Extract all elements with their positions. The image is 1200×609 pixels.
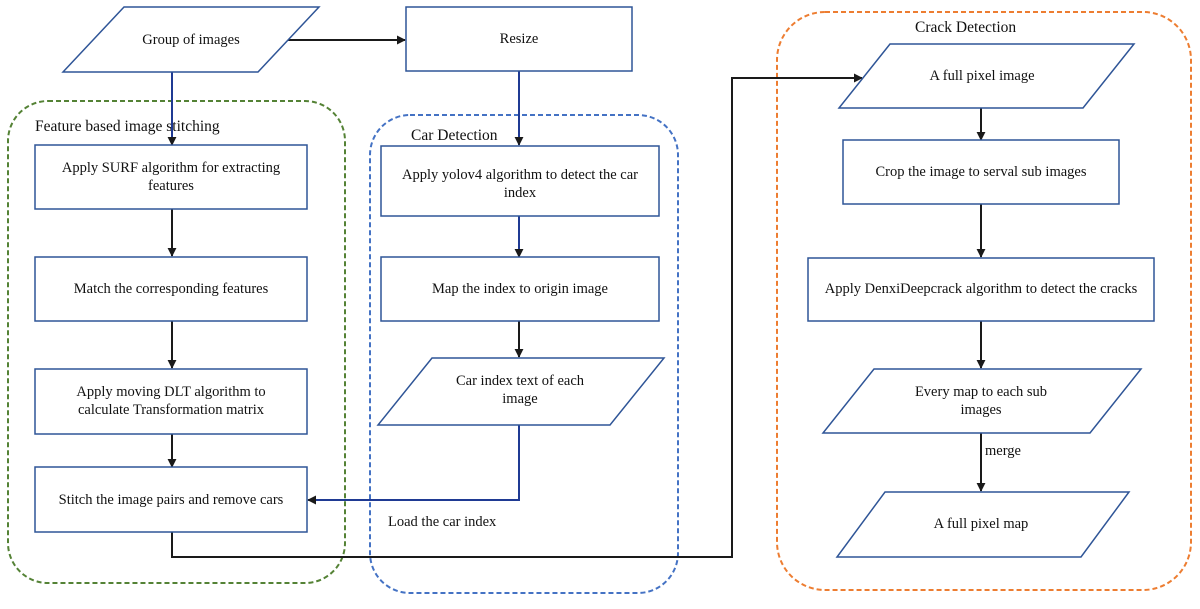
car-index-text-node <box>376 357 666 426</box>
car-detection-region <box>369 114 679 594</box>
yolo-label-line-2: index <box>504 185 537 201</box>
yolo-label: Apply yolov4 algorithm to detect the car… <box>402 167 638 201</box>
full-pixel-map-label: A full pixel map <box>934 516 1029 532</box>
crop-label-line-1: Crop the image to serval sub images <box>875 164 1086 180</box>
stitch-node <box>34 466 308 533</box>
connectors <box>167 35 986 558</box>
nodes <box>34 6 1155 558</box>
load-car-index-label: Load the car index <box>388 514 497 530</box>
full-pixel-image-node <box>837 43 1136 109</box>
yolo-node <box>380 145 660 217</box>
car-index-text-label-line-1: Car index text of each <box>456 373 585 389</box>
crack-detection-title: Crack Detection <box>915 19 1016 36</box>
car-detection-title: Car Detection <box>411 127 498 144</box>
group-of-images-node <box>61 6 321 73</box>
arrow-stitch-to-full-pixel-image <box>171 73 863 558</box>
merge-label: merge <box>985 443 1021 459</box>
surf-node <box>34 144 308 210</box>
surf-label: Apply SURF algorithm for extracting featu… <box>62 160 280 194</box>
crop-node <box>842 139 1120 205</box>
full-pixel-image-label: A full pixel image <box>929 68 1034 84</box>
car-index-text-label: Car index text of each image <box>456 373 585 407</box>
full-pixel-map-label-line-1: A full pixel map <box>934 516 1029 532</box>
every-map-label: Every map to each sub images <box>915 384 1047 418</box>
full-pixel-map-node <box>835 491 1131 558</box>
group-of-images-label: Group of images <box>142 32 240 48</box>
feature-stitching-title: Feature based image stitching <box>35 118 220 135</box>
stitch-label-line-1: Stitch the image pairs and remove cars <box>59 492 284 508</box>
group-of-images-label-line-1: Group of images <box>142 32 240 48</box>
map-index-label-line-1: Map the index to origin image <box>432 281 608 297</box>
feature-stitching-region <box>7 100 346 584</box>
node-labels: Group of images Resize Apply SURF algori… <box>59 31 1138 532</box>
deepcrack-label-line-1: Apply DenxiDeepcrack algorithm to detect… <box>825 281 1138 297</box>
every-map-label-line-1: Every map to each sub <box>915 384 1047 400</box>
resize-label: Resize <box>500 31 539 47</box>
match-label: Match the corresponding features <box>74 281 269 297</box>
match-node <box>34 256 308 322</box>
map-index-label: Map the index to origin image <box>432 281 608 297</box>
dlt-node <box>34 368 308 435</box>
full-pixel-image-label-line-1: A full pixel image <box>929 68 1034 84</box>
yolo-label-line-1: Apply yolov4 algorithm to detect the car <box>402 167 638 183</box>
crop-label: Crop the image to serval sub images <box>875 164 1086 180</box>
deepcrack-label: Apply DenxiDeepcrack algorithm to detect… <box>825 281 1138 297</box>
every-map-label-line-2: images <box>960 402 1001 418</box>
map-index-node <box>380 256 660 322</box>
arrow-cartext-to-stitch <box>307 425 520 505</box>
crack-detection-region <box>776 11 1192 591</box>
match-label-line-1: Match the corresponding features <box>74 281 269 297</box>
dlt-label-line-1: Apply moving DLT algorithm to <box>76 384 265 400</box>
dlt-label: Apply moving DLT algorithm to calculate T… <box>76 384 265 418</box>
dlt-label-line-2: calculate Transformation matrix <box>78 402 265 418</box>
every-map-node <box>821 368 1143 434</box>
deepcrack-node <box>807 257 1155 322</box>
resize-node <box>405 6 633 72</box>
resize-label-line-1: Resize <box>500 31 539 47</box>
surf-label-line-2: features <box>148 178 194 194</box>
stitch-label: Stitch the image pairs and remove cars <box>59 492 284 508</box>
surf-label-line-1: Apply SURF algorithm for extracting <box>62 160 280 176</box>
car-index-text-label-line-2: image <box>502 391 537 407</box>
